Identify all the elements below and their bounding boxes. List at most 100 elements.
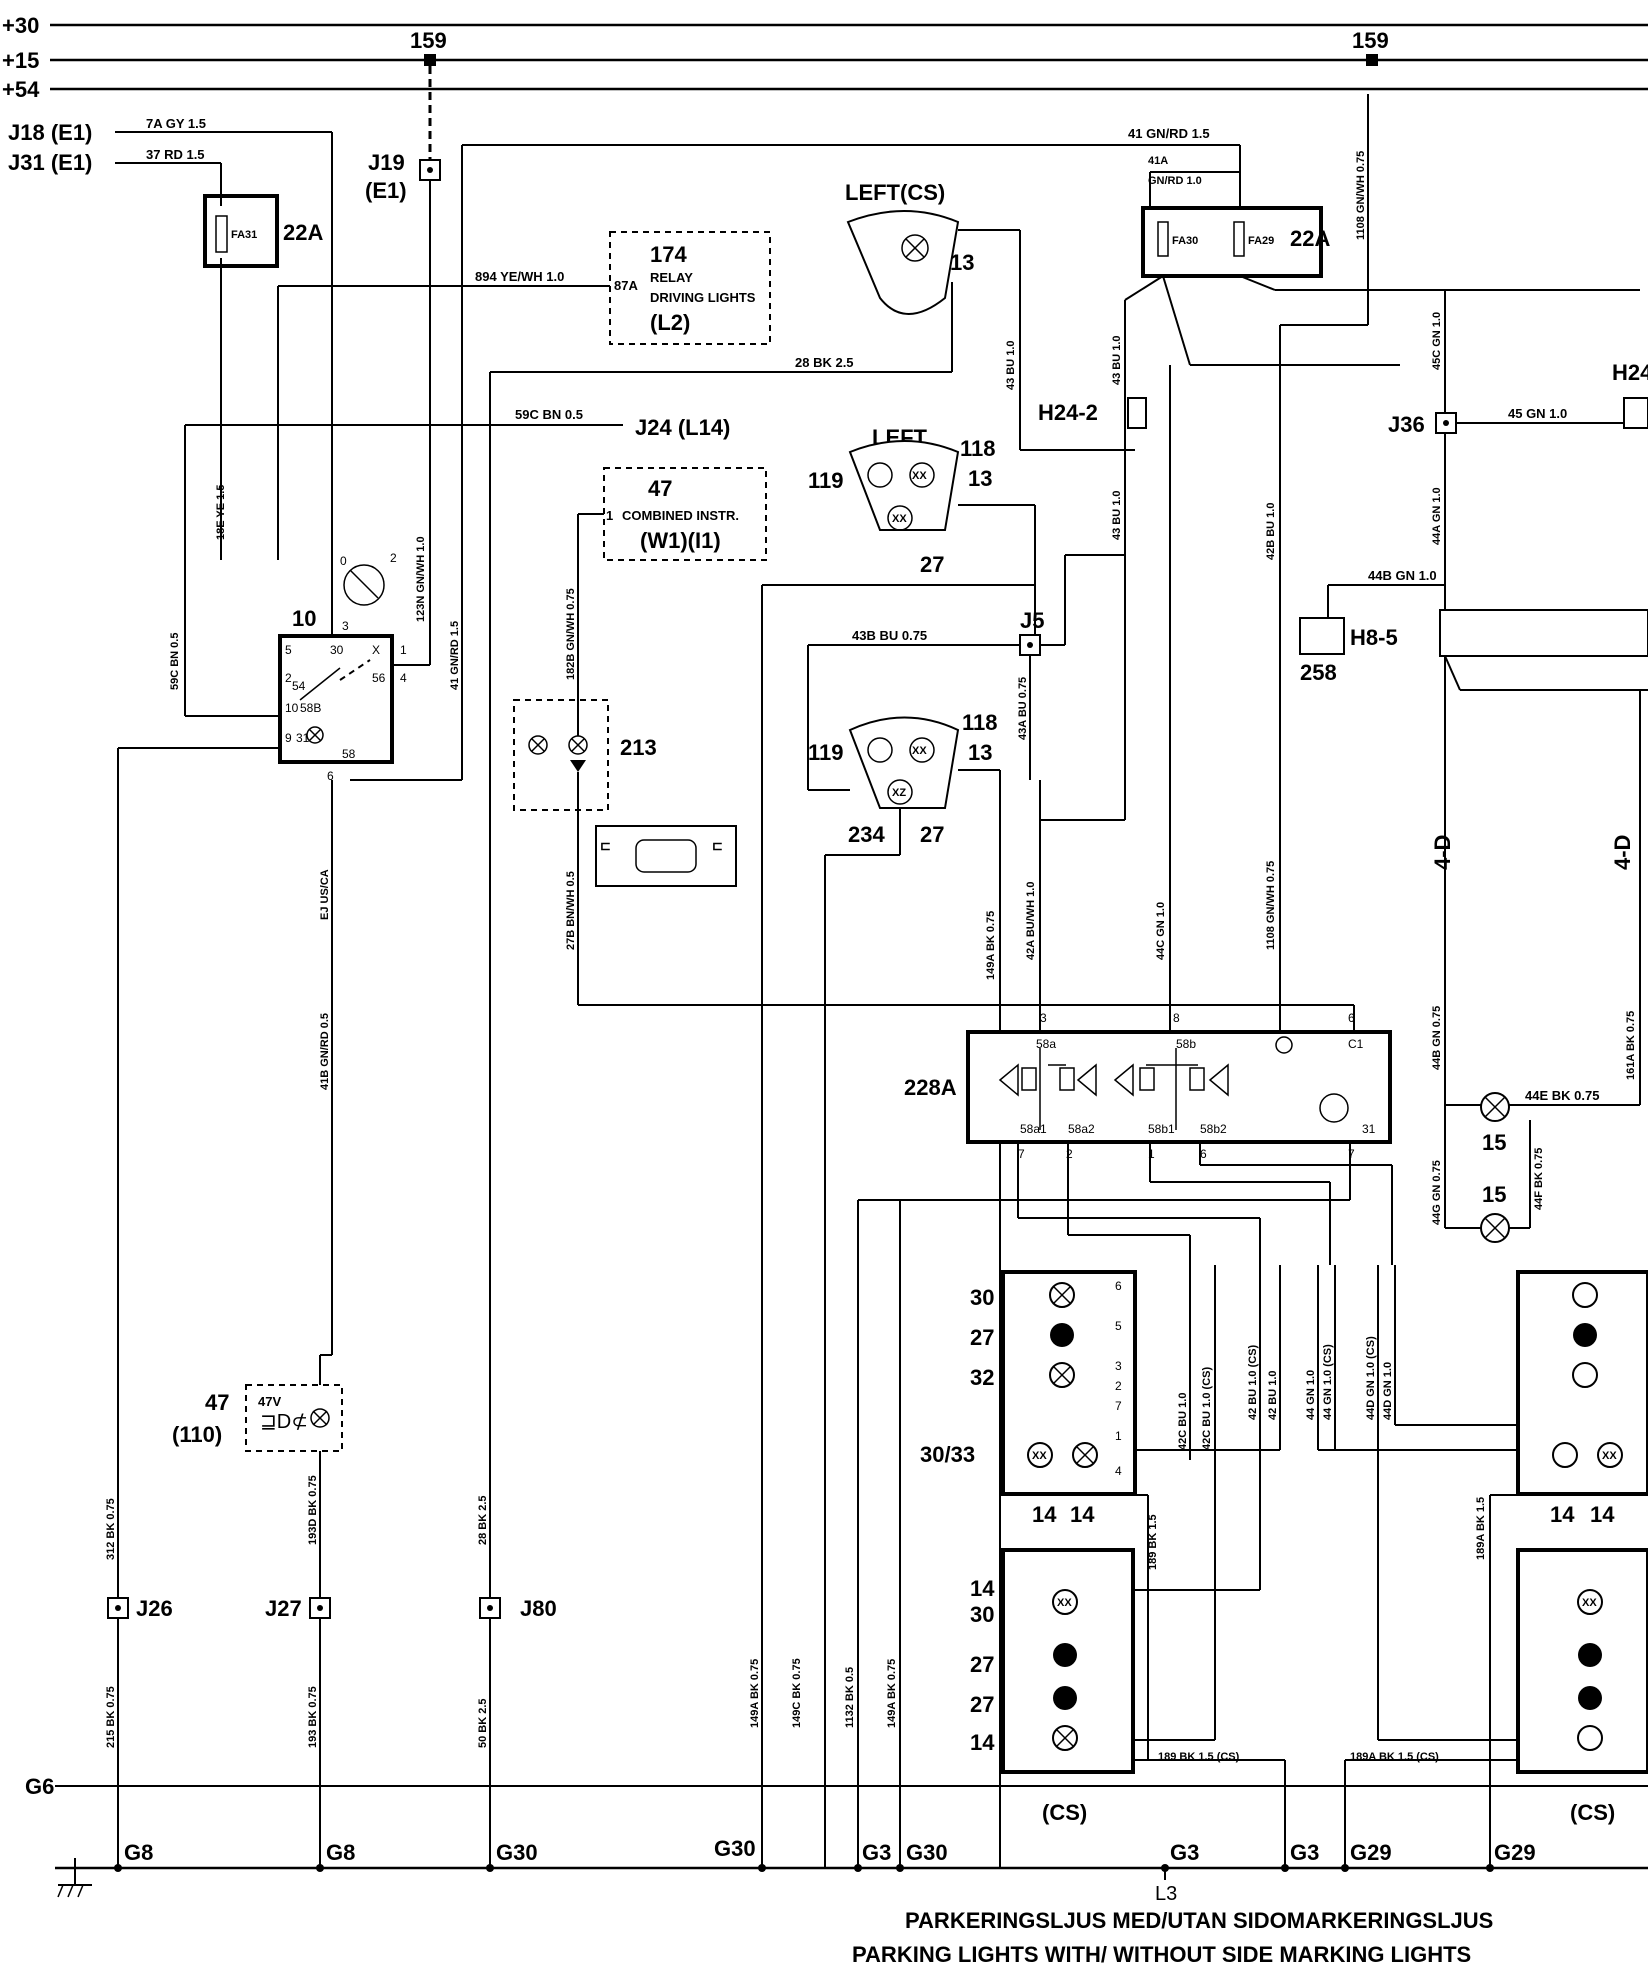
vlabel-193d: 193D BK 0.75 <box>307 1475 319 1545</box>
svg-text:2: 2 <box>390 551 397 565</box>
vlabel-193: 193 BK 0.75 <box>307 1686 319 1748</box>
svg-text:⊒D⊄: ⊒D⊄ <box>260 1411 308 1433</box>
j26-label: J26 <box>136 1596 173 1621</box>
lamp-14a: 14 <box>1032 1502 1057 1527</box>
j19-label: J19 <box>368 150 405 175</box>
svg-text:6: 6 <box>1115 1279 1122 1293</box>
svg-text:5: 5 <box>285 643 292 657</box>
label-118b: 118 <box>962 710 998 735</box>
svg-text:58b2: 58b2 <box>1200 1122 1227 1136</box>
svg-text:2: 2 <box>1115 1379 1122 1393</box>
vlabel-1108b: 1108 GN/WH 0.75 <box>1265 861 1277 950</box>
label-13a: 13 <box>968 466 992 491</box>
vlabel-182b: 182B GN/WH 0.75 <box>565 588 577 680</box>
vlabel-43b: 43 BU 1.0 <box>1111 335 1123 385</box>
vlabel-41: 41 GN/RD 1.5 <box>449 621 461 690</box>
svg-text:⊏: ⊏ <box>712 838 723 853</box>
caption-swedish: PARKERINGSLJUS MED/UTAN SIDOMARKERINGSLJ… <box>905 1908 1493 1933</box>
lamp-13-cs <box>846 210 960 315</box>
vlabel-44: 44 GN 1.0 <box>1305 1370 1317 1420</box>
svg-text:58b1: 58b1 <box>1148 1122 1175 1136</box>
vlabel-149a3: 149A BK 0.75 <box>886 1659 898 1728</box>
wire-189: 189 BK 1.5 (CS) <box>1158 1751 1240 1763</box>
j19e-label: (E1) <box>365 178 407 203</box>
vlabel-149a: 149A BK 0.75 <box>985 911 997 980</box>
vlabel-312: 312 BK 0.75 <box>105 1498 117 1560</box>
h8-5-label: H8-5 <box>1350 625 1398 650</box>
svg-text:4: 4 <box>1115 1464 1122 1478</box>
vlabel-1108: 1108 GN/WH 0.75 <box>1355 151 1367 240</box>
svg-text:3: 3 <box>1040 1011 1047 1025</box>
label-4d-b: 4-D <box>1610 835 1635 870</box>
relay-num: 174 <box>650 242 687 267</box>
svg-text:1: 1 <box>1115 1429 1122 1443</box>
left-section: J18 (E1) J31 (E1) 7A GY 1.5 37 RD 1.5 FA… <box>8 66 1240 1868</box>
vlabel-215: 215 BK 0.75 <box>105 1686 117 1748</box>
instr-loc: (W1)(I1) <box>640 528 721 553</box>
svg-text:XX: XX <box>912 470 927 482</box>
svg-text:30: 30 <box>330 643 344 657</box>
vlabel-149a2: 149A BK 0.75 <box>749 1659 761 1728</box>
svg-text:5: 5 <box>1115 1319 1122 1333</box>
caption-english: PARKING LIGHTS WITH/ WITHOUT SIDE MARKIN… <box>852 1942 1471 1967</box>
svg-text:4: 4 <box>400 671 407 685</box>
g8-a: G8 <box>124 1840 153 1865</box>
svg-text:XX: XX <box>912 745 927 757</box>
svg-text:C1: C1 <box>1348 1037 1364 1051</box>
svg-text:8: 8 <box>1173 1011 1180 1025</box>
vlabel-44dx: 44D GN 1.0 <box>1382 1362 1394 1420</box>
vlabel-43a2: 43A BU 0.75 <box>1017 677 1029 740</box>
svg-text:6: 6 <box>327 769 334 783</box>
right-section: 41 GN/RD 1.5 41A GN/RD 1.0 FA30 FA29 22A… <box>1038 94 1648 1243</box>
label-258: 258 <box>1300 660 1337 685</box>
svg-text:XZ: XZ <box>892 787 906 799</box>
svg-text:31: 31 <box>1362 1122 1376 1136</box>
label-228a: 228A <box>904 1075 957 1100</box>
svg-text:⊏: ⊏ <box>600 838 611 853</box>
h24-2-label: H24-2 <box>1038 400 1098 425</box>
g3-a: G3 <box>862 1840 891 1865</box>
vlabel-1132: 1132 BK 0.5 <box>844 1667 856 1728</box>
bus-30-label: +30 <box>2 13 39 38</box>
g29-a: G29 <box>1350 1840 1392 1865</box>
vlabel-42: 42 BU 1.0 (CS) <box>1247 1344 1259 1420</box>
lamp-1430: 30 <box>970 1602 994 1627</box>
power-buses: +30 +15 +54 159 159 <box>2 13 1648 102</box>
vlabel-59b: 59C BN 0.5 <box>169 633 181 690</box>
vlabel-43a: 43 BU 1.0 <box>1005 340 1017 390</box>
label-119a: 119 <box>808 468 844 493</box>
label-47: 47 <box>205 1390 229 1415</box>
lamp-3033: 30/33 <box>920 1442 975 1467</box>
svg-text:54: 54 <box>292 679 306 693</box>
vlabel-149c: 149C BK 0.75 <box>791 1658 803 1728</box>
j80-label: J80 <box>520 1596 557 1621</box>
vlabel-41b: 41B GN/RD 0.5 <box>319 1013 331 1090</box>
vlabel-44g: 44G GN 0.75 <box>1431 1160 1443 1225</box>
cs-right: (CS) <box>1570 1800 1615 1825</box>
label-119b: 119 <box>808 740 844 765</box>
label-47v: 47V <box>258 1394 281 1409</box>
l3-label: L3 <box>1155 1883 1177 1905</box>
lamp-14d: 14 <box>970 1730 995 1755</box>
vlabel-44f: 44F BK 0.75 <box>1533 1148 1545 1210</box>
label-213: 213 <box>620 735 657 760</box>
connector-h24-2 <box>1127 397 1147 429</box>
label-4d-a: 4-D <box>1430 835 1455 870</box>
vlabel-42c: 42C BU 1.0 <box>1177 1393 1189 1450</box>
instr-num: 47 <box>648 476 672 501</box>
relay-174 <box>609 231 771 345</box>
car-icon <box>595 825 737 887</box>
wire-37: 37 RD 1.5 <box>146 147 205 162</box>
vlabel-28v: 28 BK 2.5 <box>477 1495 489 1545</box>
switch-10-label: 10 <box>292 606 316 631</box>
svg-text:58a: 58a <box>1036 1037 1056 1051</box>
wire-28: 28 BK 2.5 <box>795 355 854 370</box>
instrument-47 <box>245 1384 343 1452</box>
g6-label: G6 <box>25 1774 54 1799</box>
svg-text:7: 7 <box>1018 1147 1025 1161</box>
vlabel-42cs: 42C BU 1.0 (CS) <box>1201 1367 1213 1450</box>
fa30-label: FA30 <box>1172 235 1198 247</box>
fuse-box-fa30-fa29 <box>1141 206 1323 278</box>
